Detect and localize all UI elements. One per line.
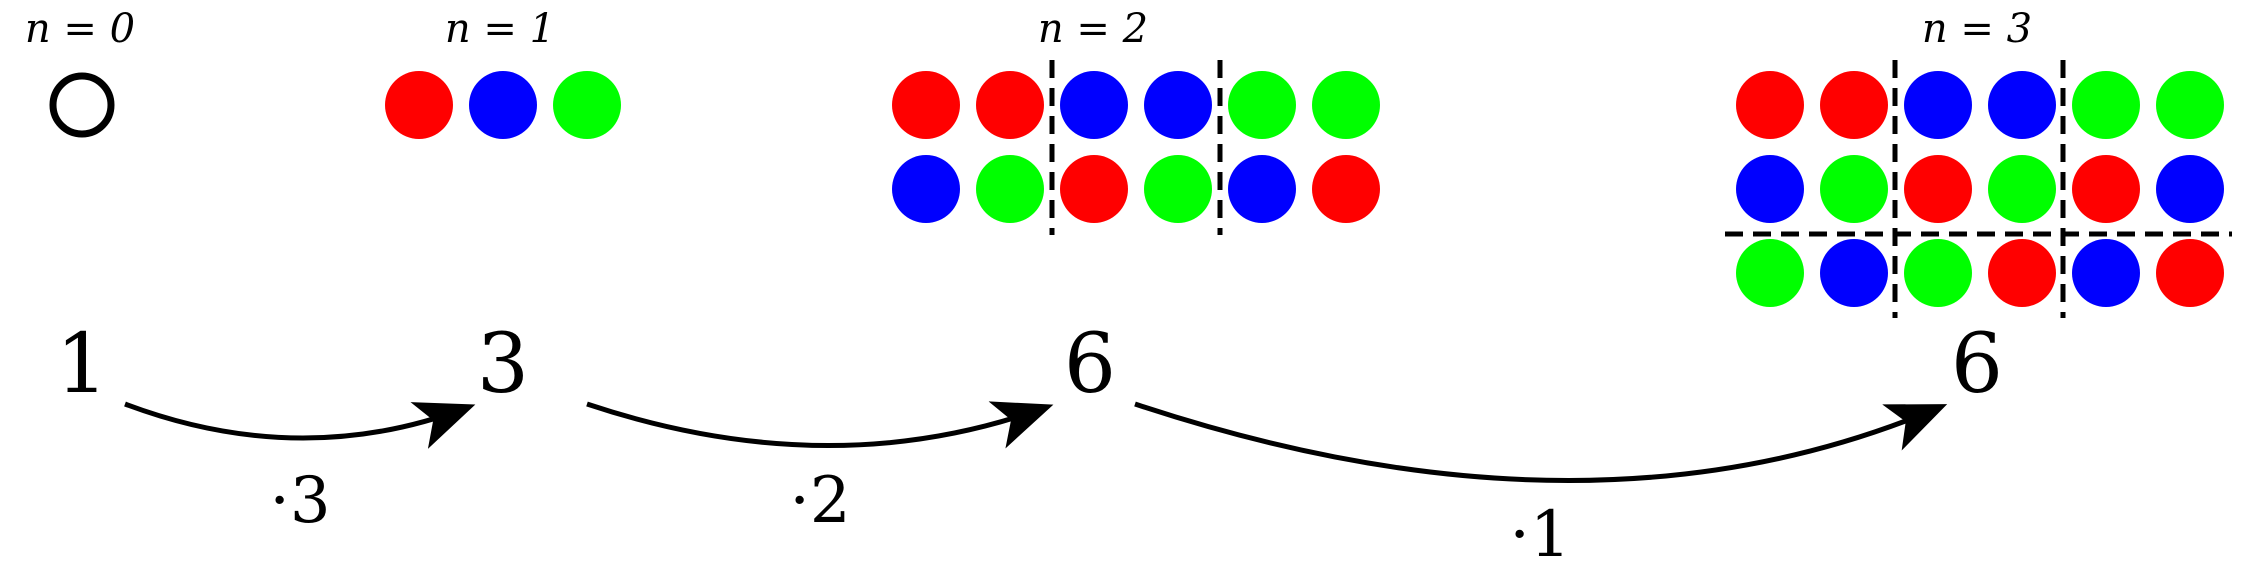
stage-2-dot-red: [976, 71, 1044, 139]
stage-3-dot-blue: [1904, 71, 1972, 139]
stage-3-dots: [1736, 71, 2224, 307]
stage-label-2: n = 2: [1038, 6, 1148, 52]
stage-count-2: 6: [1064, 317, 1116, 412]
transition-factor-2: ·2: [789, 464, 850, 538]
stage-3-dot-green: [2072, 71, 2140, 139]
transition-factor-3: ·1: [1509, 498, 1570, 572]
stage-3-dot-green: [2156, 71, 2224, 139]
stage-3-dot-green: [1820, 155, 1888, 223]
stage-2-dot-red: [892, 71, 960, 139]
stage-3-dot-green: [1904, 239, 1972, 307]
transition-arrow-2: [586, 401, 1054, 449]
stage-3-dot-green: [1988, 155, 2056, 223]
stage-label-3: n = 3: [1922, 6, 2032, 52]
stage-2-dot-green: [976, 155, 1044, 223]
transition-factor-1: ·3: [269, 464, 330, 538]
stage-3-dot-blue: [1736, 155, 1804, 223]
stage-3-dot-red: [2156, 239, 2224, 307]
stage-3-dot-blue: [2072, 239, 2140, 307]
stage-1-dots: [385, 71, 621, 139]
stage-2-separators: [1049, 60, 1223, 235]
transition-arrow-3: [1134, 401, 1948, 483]
stage-2-dots: [892, 71, 1380, 223]
empty-state-circle: [49, 72, 115, 138]
stage-3-dot-red: [1736, 71, 1804, 139]
stage-3-dot-green: [1736, 239, 1804, 307]
stage-2-dot-blue: [1228, 155, 1296, 223]
stage-3-dot-red: [1904, 155, 1972, 223]
stage-2-dot-red: [1060, 155, 1128, 223]
stage-3-dot-blue: [1820, 239, 1888, 307]
stage-3-dot-red: [1988, 239, 2056, 307]
stage-2-dot-green: [1312, 71, 1380, 139]
stage-3-separators: [1725, 60, 2232, 318]
stage-2-dot-green: [1228, 71, 1296, 139]
stage-1-dot-green: [553, 71, 621, 139]
stage-2-dot-blue: [1144, 71, 1212, 139]
stage-2-dot-green: [1144, 155, 1212, 223]
stage-label-1: n = 1: [445, 6, 555, 52]
stage-1-dot-red: [385, 71, 453, 139]
stage-count-1: 3: [477, 317, 529, 412]
transition-arrow-1: [124, 401, 476, 449]
stage-count-3: 6: [1951, 317, 2003, 412]
stage-3-dot-red: [2072, 155, 2140, 223]
stage-3-dot-blue: [1988, 71, 2056, 139]
stage-3-dot-red: [1820, 71, 1888, 139]
stage-count-0: 1: [56, 317, 108, 412]
stage-3-dot-blue: [2156, 155, 2224, 223]
stage-2-dot-red: [1312, 155, 1380, 223]
stage-label-0: n = 0: [25, 6, 135, 52]
stage-2-dot-blue: [892, 155, 960, 223]
stage-2-dot-blue: [1060, 71, 1128, 139]
stage-1-dot-blue: [469, 71, 537, 139]
